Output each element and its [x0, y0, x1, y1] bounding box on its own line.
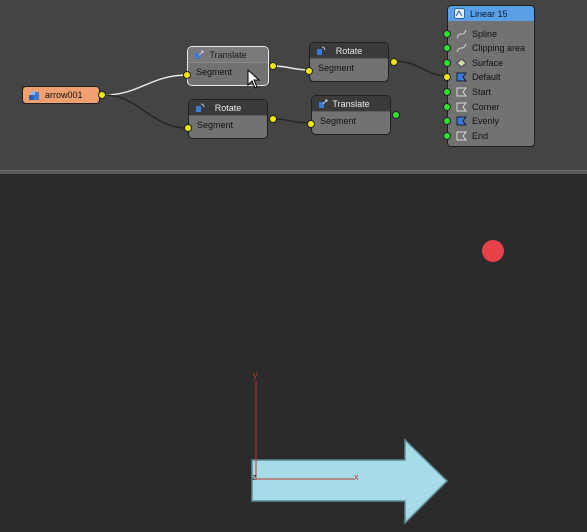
linear-port-start[interactable] [443, 88, 451, 96]
rotate-node-bottom[interactable]: Rotate Segment [184, 99, 277, 139]
clipping-icon [456, 43, 467, 53]
arrow001-output-port[interactable] [98, 91, 106, 99]
end-icon [456, 131, 467, 141]
linear-row-surface-label: Surface [472, 58, 504, 68]
surface-icon [456, 58, 467, 68]
linear-port-clipping-area[interactable] [443, 44, 451, 52]
linear-port-corner[interactable] [443, 103, 451, 111]
rotate-node-bottom-output-port[interactable] [269, 115, 277, 123]
translate-node-top-title: Translate [188, 47, 268, 62]
linear-15-node[interactable]: Linear 15 Spline Clipping area Surface D… [443, 5, 535, 147]
arrow001-node[interactable]: arrow001 [22, 86, 106, 104]
linear-row-spline[interactable]: Spline [448, 27, 534, 41]
rotate-node-right-output-port[interactable] [390, 58, 398, 66]
linear-row-end[interactable]: End [448, 129, 534, 143]
rotate-node-right[interactable]: Rotate Segment [305, 42, 398, 82]
translate-node-top-segment-label: Segment [196, 66, 233, 77]
linear-port-spline[interactable] [443, 30, 451, 38]
rotate-node-right-title: Rotate [310, 43, 388, 58]
evenly-icon [456, 116, 467, 126]
rotate-node-right-segment-row: Segment [310, 58, 388, 76]
corner-icon [456, 102, 467, 112]
rotate-icon [196, 103, 205, 112]
linear-row-spline-label: Spline [472, 29, 498, 39]
rotate-node-bottom-label: Rotate [214, 102, 242, 113]
linear-row-evenly[interactable]: Evenly [448, 114, 534, 128]
linear-row-corner-label: Corner [472, 102, 500, 112]
rotate-node-bottom-segment-row: Segment [189, 115, 267, 133]
translate-icon [195, 50, 204, 59]
linear-15-node-label: Linear 15 [470, 8, 508, 19]
linear-row-corner[interactable]: Corner [448, 100, 534, 114]
linear-row-evenly-label: Evenly [472, 116, 500, 126]
panel-splitter[interactable] [0, 170, 587, 175]
node-editor-panel[interactable]: arrow001 Translate Segment Rotate Segmen… [0, 0, 587, 170]
rotate-icon [317, 46, 326, 55]
axis-x-label: x [354, 472, 359, 482]
linear-row-default-label: Default [472, 72, 501, 82]
cursor-icon [247, 69, 261, 89]
default-icon [456, 72, 467, 82]
linear-row-start[interactable]: Start [448, 85, 534, 99]
spline-icon [456, 29, 467, 39]
linear-port-default[interactable] [443, 73, 451, 81]
linear-row-end-label: End [472, 131, 489, 141]
axis-z-label: z [252, 472, 257, 482]
rotate-node-bottom-segment-label: Segment [197, 119, 234, 130]
linear-15-node-title: Linear 15 [448, 6, 534, 21]
axis-y-label: y [253, 370, 258, 380]
translate-node-right-label: Translate [332, 98, 370, 109]
rotate-node-right-input-port[interactable] [305, 67, 313, 75]
linear-port-end[interactable] [443, 132, 451, 140]
rotate-node-bottom-input-port[interactable] [184, 124, 192, 132]
rotate-node-bottom-title: Rotate [189, 100, 267, 115]
linear-row-clipping-area[interactable]: Clipping area [448, 41, 534, 55]
arrow-object-icon [29, 91, 39, 100]
linear-row-surface[interactable]: Surface [448, 56, 534, 70]
translate-node-top-output-port[interactable] [269, 62, 277, 70]
linear-array-icon [454, 8, 465, 19]
linear-port-surface[interactable] [443, 59, 451, 67]
translate-node-top-segment-row: Segment [188, 62, 268, 80]
linear-row-start-label: Start [472, 87, 492, 97]
red-marker[interactable] [482, 240, 504, 262]
translate-node-right-input-port[interactable] [307, 120, 315, 128]
translate-node-right-output-port[interactable] [392, 111, 400, 119]
translate-node-top-input-port[interactable] [183, 71, 191, 79]
translate-node-right-title: Translate [312, 96, 390, 111]
translate-node-top-label: Translate [209, 49, 247, 60]
linear-row-clipping-area-label: Clipping area [472, 43, 526, 53]
start-icon [456, 87, 467, 97]
translate-node-right-segment-row: Segment [312, 111, 390, 129]
arrow001-label: arrow001 [45, 90, 83, 100]
translate-icon [319, 99, 328, 108]
translate-node-right-segment-label: Segment [320, 115, 357, 126]
rotate-node-right-segment-label: Segment [318, 62, 355, 73]
rotate-node-right-label: Rotate [335, 45, 363, 56]
linear-row-default[interactable]: Default [448, 70, 534, 84]
translate-node-right[interactable]: Translate Segment [307, 95, 400, 135]
linear-port-evenly[interactable] [443, 117, 451, 125]
